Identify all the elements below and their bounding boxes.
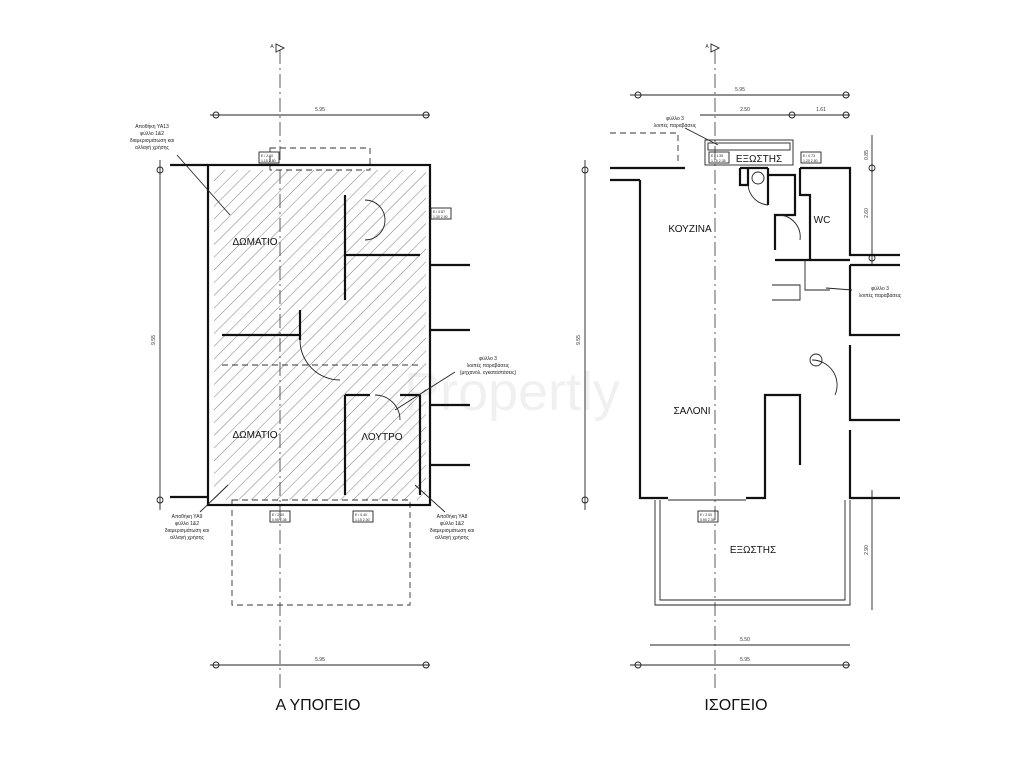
svg-text:διαμερισμάτωση και: διαμερισμάτωση και: [165, 527, 209, 534]
dim-right-a: 0.85: [864, 150, 870, 160]
outer-walls: [206, 163, 432, 507]
svg-text:1.15 2.80: 1.15 2.80: [261, 159, 276, 163]
room-label: ΔΩΜΑΤΙΟ: [232, 237, 277, 248]
room-kitchen: ΚΟΥΖΙΝΑ: [668, 224, 712, 235]
svg-text:φύλλο 1&2: φύλλο 1&2: [140, 130, 164, 137]
plan-title: Α ΥΠΟΓΕΙΟ: [276, 697, 361, 714]
svg-text:Ε / 1.35: Ε / 1.35: [711, 154, 723, 158]
svg-text:Αποθήκη ΥΑ9: Αποθήκη ΥΑ9: [172, 513, 203, 520]
room-balcony-top: ΕΞΩΣΤΗΣ: [736, 154, 782, 165]
svg-text:Αποθήκη ΥΑ13: Αποθήκη ΥΑ13: [135, 123, 169, 130]
note-sheet3-top: φύλλο 3 λοιπές παραβάσεις: [654, 115, 719, 146]
svg-text:αλλαγή χρήσης: αλλαγή χρήσης: [135, 144, 169, 151]
dim-top: 5.95: [735, 87, 745, 93]
note-ya8: Αποθήκη ΥΑ8 φύλλο 1&2 διαμερισμάτωση και…: [414, 484, 474, 541]
dim-right-lower: 2.90: [864, 545, 870, 555]
svg-text:λοιπές παραβάσεις: λοιπές παραβάσεις: [467, 362, 510, 369]
watermark: Propertly: [404, 362, 620, 422]
svg-text:φύλλο 3: φύλλο 3: [479, 355, 497, 362]
section-marker-label: Α: [705, 44, 709, 50]
svg-text:Ε / 2.00: Ε / 2.00: [700, 513, 712, 517]
dim-side: 9.55: [576, 335, 582, 345]
section-marker-icon: [710, 43, 721, 53]
svg-text:αλλαγή χρήσης: αλλαγή χρήσης: [435, 534, 469, 541]
room-wc: WC: [814, 215, 831, 226]
svg-text:1.15 2.00: 1.15 2.00: [355, 518, 370, 522]
svg-text:Ε / 2.00: Ε / 2.00: [272, 513, 284, 517]
svg-text:0.95 2.35: 0.95 2.35: [272, 518, 287, 522]
svg-text:0.90 2.35: 0.90 2.35: [700, 518, 715, 522]
window-tag: Ε / 0.871.30 2.90: [430, 207, 452, 220]
door-swing: [747, 184, 769, 206]
note-sheet3-right: φύλλο 3 λοιπές παραβάσεις: [825, 285, 902, 299]
svg-text:Ε / 2.00: Ε / 2.00: [261, 154, 273, 158]
ground-floor-plan: Α 5.95 2.50 1.61 0.85 2.60 2.90 9.55 5.5…: [576, 43, 902, 714]
note-ya9: Αποθήκη ΥΑ9 φύλλο 1&2 διαμερισμάτωση και…: [165, 484, 229, 541]
window-tag: Ε / 2.000.90 2.35: [697, 510, 719, 523]
svg-text:1.15 2.35: 1.15 2.35: [711, 159, 726, 163]
window-tag: Ε / 1.351.15 2.35: [708, 151, 730, 164]
dim-top-a: 2.50: [740, 107, 750, 113]
dim-right-b: 2.60: [864, 208, 870, 218]
svg-text:1.20 2.50: 1.20 2.50: [803, 159, 818, 163]
svg-text:Ε / 0.73: Ε / 0.73: [803, 154, 815, 158]
dim-top: 5.95: [315, 107, 325, 113]
svg-text:φύλλο 3: φύλλο 3: [666, 115, 684, 122]
svg-text:διαμερισμάτωση και: διαμερισμάτωση και: [130, 137, 174, 144]
svg-text:λοιπές παραβάσεις: λοιπές παραβάσεις: [654, 122, 697, 129]
room-label: ΔΩΜΑΤΙΟ: [232, 430, 277, 441]
svg-text:φύλλο 1&2: φύλλο 1&2: [175, 520, 199, 527]
window-tag: Ε / 2.000.95 2.35: [269, 510, 291, 523]
svg-text:1.30 2.90: 1.30 2.90: [433, 215, 448, 219]
svg-text:φύλλο 3: φύλλο 3: [871, 285, 889, 292]
dim-side: 9.55: [151, 335, 157, 345]
section-marker-label: Α: [270, 44, 274, 50]
room-label: ΛΟΥΤΡΟ: [361, 432, 402, 443]
svg-text:αλλαγή χρήσης: αλλαγή χρήσης: [170, 534, 204, 541]
door-swing: [299, 339, 341, 381]
room-balcony-bottom: ΕΞΩΣΤΗΣ: [730, 545, 776, 556]
window-tag: Ε / 0.401.15 2.00: [352, 510, 374, 523]
dim-bottom-b: 5.95: [740, 657, 750, 663]
svg-text:Αποθήκη ΥΑ8: Αποθήκη ΥΑ8: [437, 513, 468, 520]
dim-bottom-a: 5.50: [740, 637, 750, 643]
basement-plan: Α 5.95 9.55 5.95 ΔΩΜΑΤΙΟ: [130, 43, 517, 714]
note-sheet3: φύλλο 3 λοιπές παραβάσεις (μηχανολ. εγκα…: [394, 355, 517, 411]
plan-title: ΙΣΟΓΕΙΟ: [704, 697, 767, 714]
room-living: ΣΑΛΟΝΙ: [673, 406, 710, 417]
svg-text:φύλλο 1&2: φύλλο 1&2: [440, 520, 464, 527]
svg-text:διαμερισμάτωση και: διαμερισμάτωση και: [430, 527, 474, 534]
svg-text:(μηχανολ. εγκαταστάσεις): (μηχανολ. εγκαταστάσεις): [460, 369, 517, 376]
dim-bottom: 5.95: [315, 657, 325, 663]
dim-top-b: 1.61: [816, 107, 826, 113]
svg-text:Ε / 0.87: Ε / 0.87: [433, 210, 445, 214]
window-tag: Ε / 0.731.20 2.50: [800, 151, 822, 164]
window-tag: Ε / 2.001.15 2.80: [258, 151, 280, 164]
note-ya13: Αποθήκη ΥΑ13 φύλλο 1&2 διαμερισμάτωση κα…: [130, 123, 231, 216]
section-marker-icon: [275, 43, 286, 53]
svg-text:λοιπές παραβάσεις: λοιπές παραβάσεις: [859, 292, 902, 299]
svg-text:Ε / 0.40: Ε / 0.40: [355, 513, 367, 517]
